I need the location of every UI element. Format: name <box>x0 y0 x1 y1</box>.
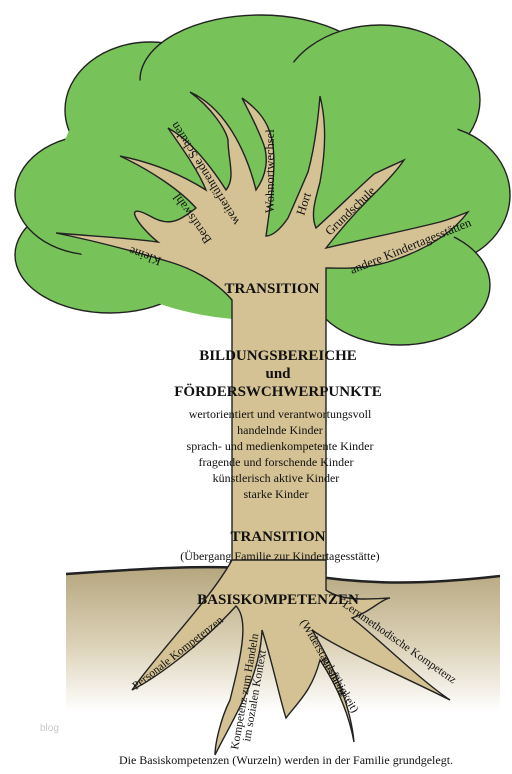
branch-label-wohnortwechsel: Wohnortwechsel <box>263 129 277 213</box>
trunk-item: fragende und forschende Kinder <box>199 455 354 469</box>
basiskompetenzen-label: BASISKOMPETENZEN <box>197 592 359 608</box>
heading-line-2: und <box>265 366 291 382</box>
trunk-item: künstlerisch aktive Kinder <box>213 471 340 485</box>
trunk-item: sprach- und medienkompetente Kinder <box>187 439 374 453</box>
heading-line-1: BILDUNGSBEREICHE <box>199 348 357 364</box>
trunk-item: starke Kinder <box>244 487 309 501</box>
watermark: blog <box>40 723 59 734</box>
branch-label-hort: Hort <box>294 190 315 217</box>
trunk-item: handelnde Kinder <box>237 423 323 437</box>
transition-top-label: TRANSITION <box>224 281 319 297</box>
trunk-text: TRANSITION BILDUNGSBEREICHE und FÖRDERSW… <box>174 281 382 563</box>
transition-note: (Übergang Familie zur Kindertagesstätte) <box>180 549 379 563</box>
heading-line-3: FÖRDERSWCHWERPUNKTE <box>174 383 382 400</box>
footer-caption: Die Basiskompetenzen (Wurzeln) werden in… <box>119 753 453 767</box>
transition-bottom-label: TRANSITION <box>230 529 325 545</box>
trunk-item: wertorientiert und verantwortungsvoll <box>189 407 372 421</box>
tree-roots <box>131 559 451 756</box>
tree-trunk <box>55 91 470 575</box>
